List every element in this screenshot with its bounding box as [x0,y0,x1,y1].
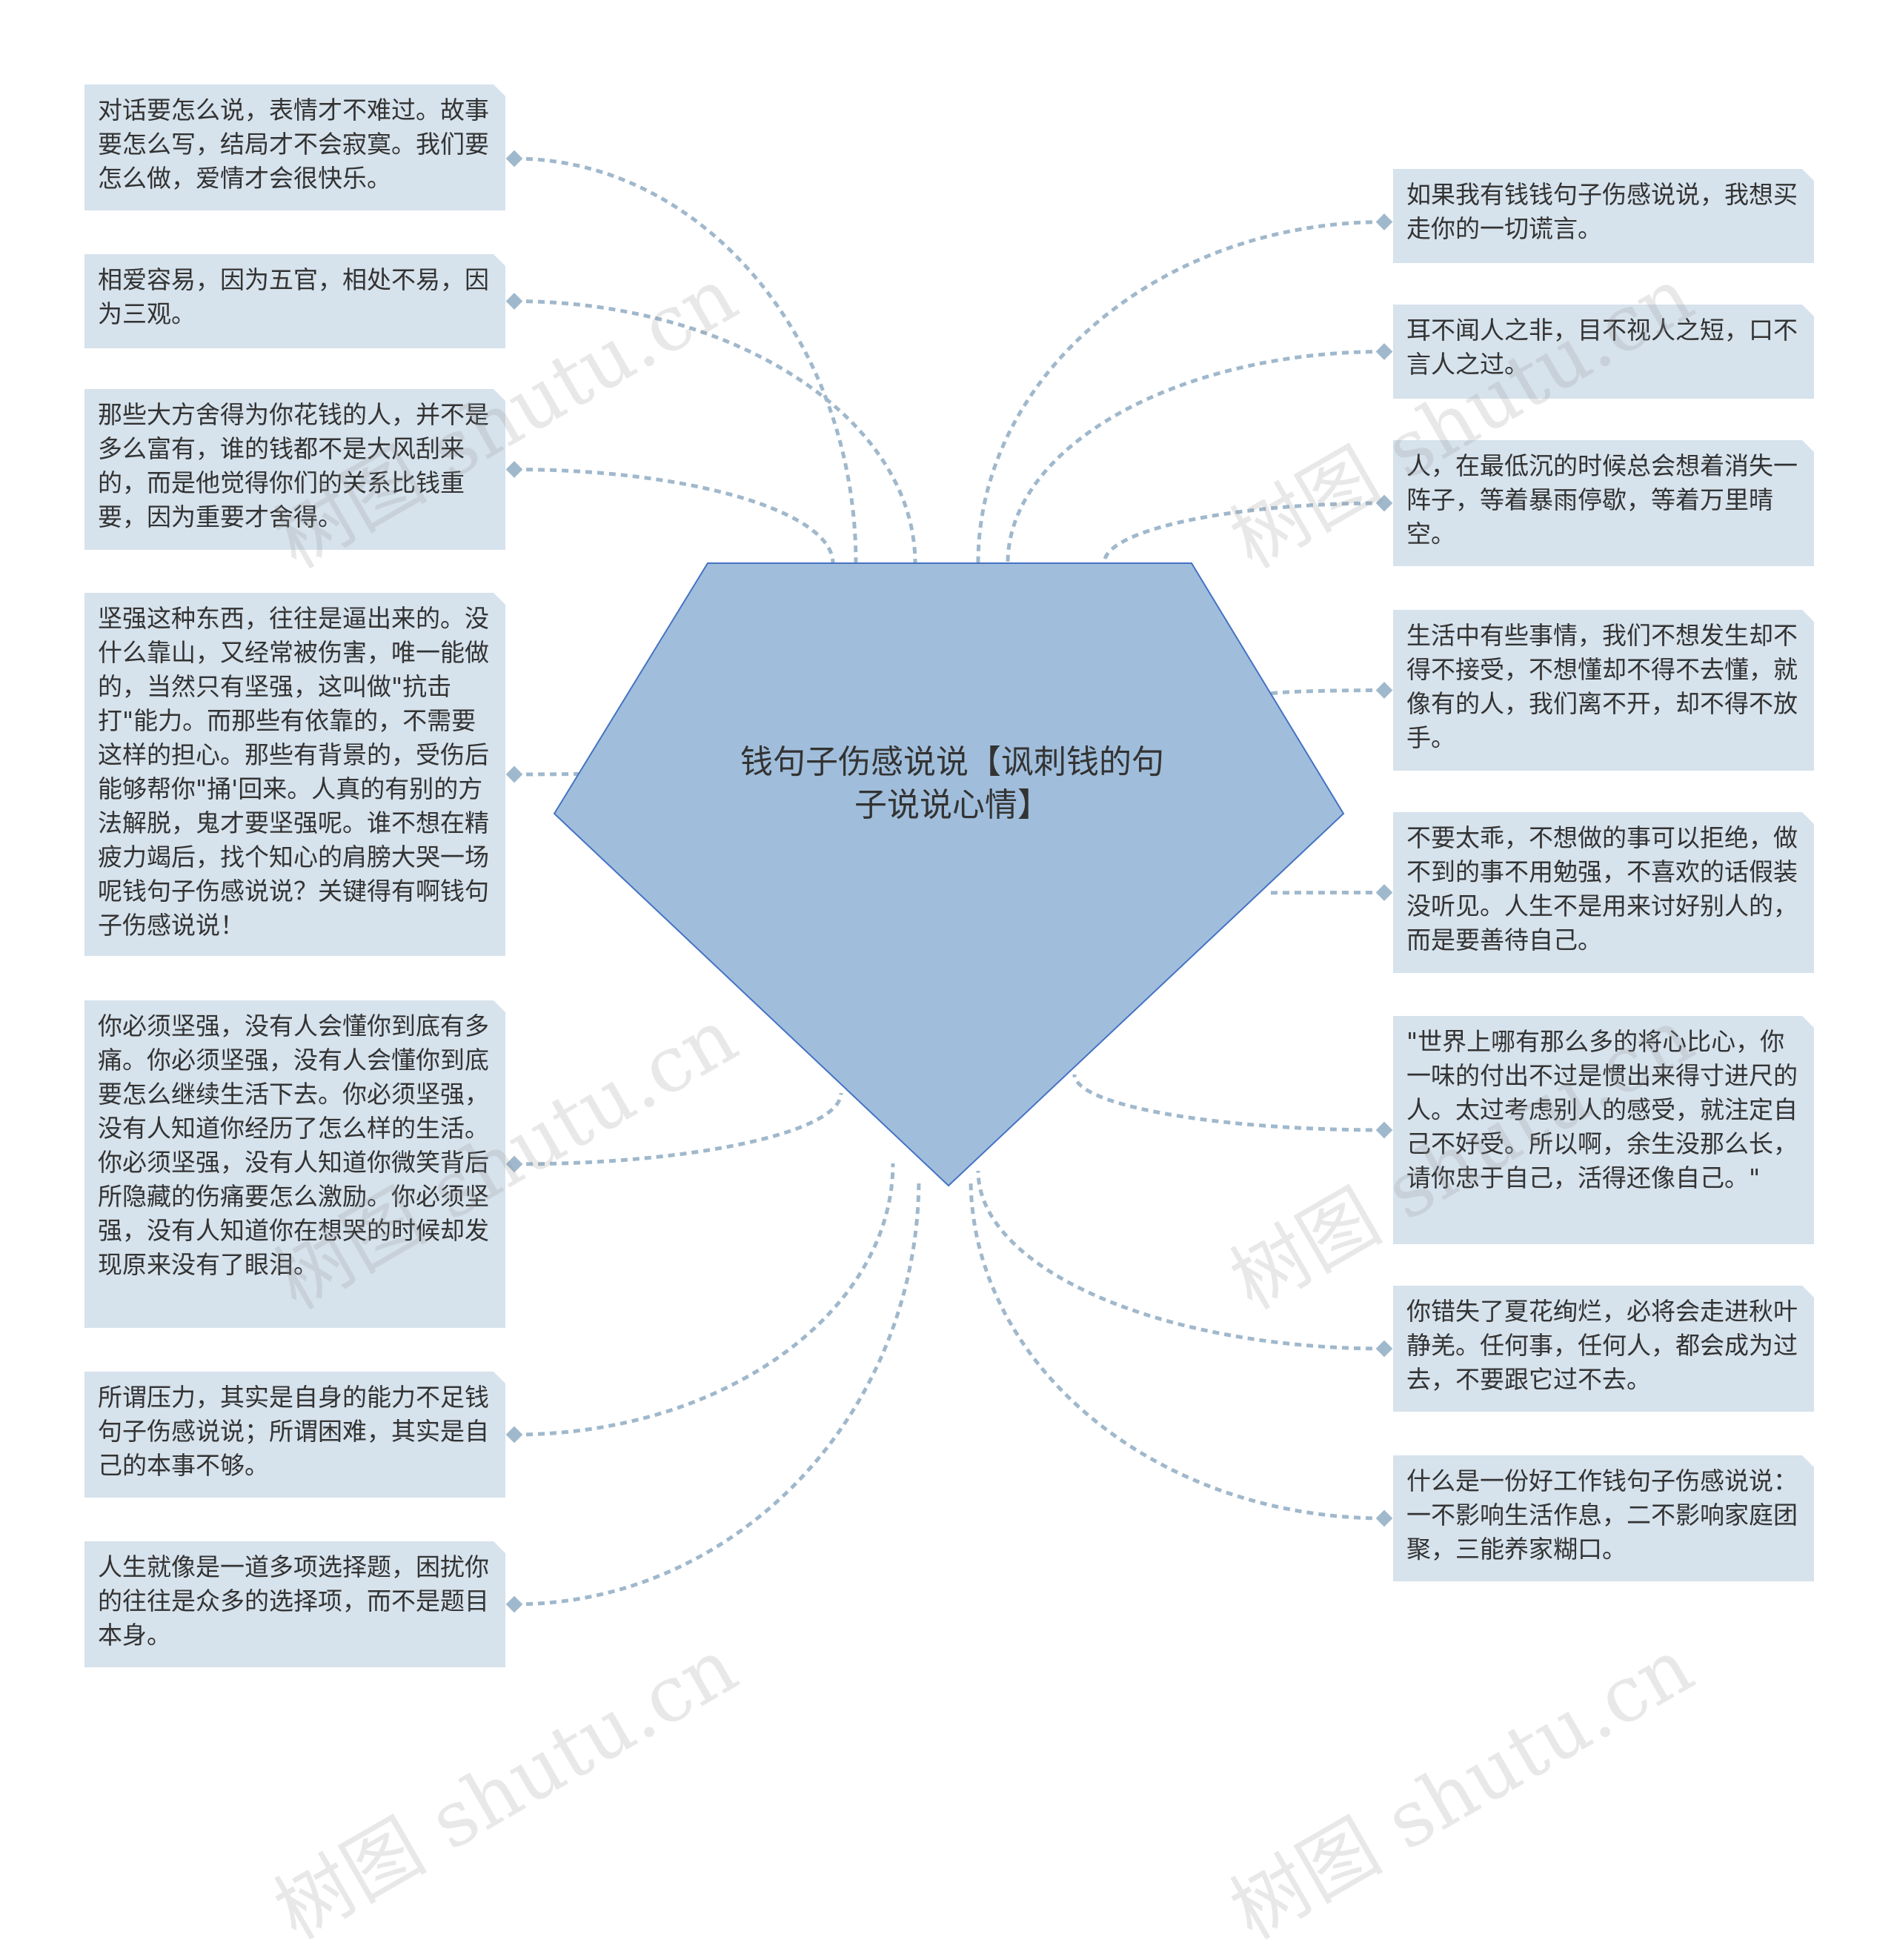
right-topic-node-3[interactable]: 人，在最低沉的时候总会想着消失一阵子，等着暴雨停歇，等着万里晴空。 [1393,440,1814,566]
mindmap-canvas [505,150,1393,1613]
right-connector-7 [976,1170,1385,1351]
right-topic-node-2-text: 耳不闻人之非，目不视人之短，口不言人之过。 [1406,316,1798,379]
left-topic-node-1[interactable]: 对话要怎么说，表情才不难过。故事要怎么写，结局才不会寂寞。我们要怎么做，爱情才会… [84,84,505,210]
right-connector-2 [1006,350,1385,564]
left-topic-node-3-text: 那些大方舍得为你花钱的人，并不是多么富有，谁的钱都不是大风刮来的，而是他觉得你们… [98,400,489,531]
left-connector-3-diamond-icon [505,461,523,478]
right-topic-node-4-text: 生活中有些事情，我们不想发生却不得不接受，不想懂却不得不去懂，就像有的人，我们离… [1406,621,1798,752]
left-connector-5-diamond-icon [505,1155,523,1173]
left-connector-5 [514,1092,843,1166]
right-topic-node-3-text: 人，在最低沉的时候总会想着消失一阵子，等着暴雨停歇，等着万里晴空。 [1406,451,1798,548]
right-connector-4 [1266,688,1385,697]
left-connector-2 [514,299,917,564]
left-connector-2-diamond-icon [505,293,523,310]
right-topic-node-8-text: 什么是一份好工作钱句子伤感说说：一不影响生活作息，二不影响家庭团聚，三能养家糊口… [1406,1466,1798,1564]
right-connector-4-diamond-icon [1375,682,1393,699]
left-topic-node-2[interactable]: 相爱容易，因为五官，相处不易，因为三观。 [84,254,505,348]
left-topic-node-7[interactable]: 人生就像是一道多项选择题，困扰你的往往是众多的选择项，而不是题目本身。 [84,1541,505,1667]
left-topic-node-5[interactable]: 你必须坚强，没有人会懂你到底有多痛。你必须坚强，没有人会懂你到底要怎么继续生活下… [84,1000,505,1328]
center-node-title[interactable]: 钱句子伤感说说【讽刺钱的句子说说心情】 [740,743,1164,824]
left-topic-node-7-text: 人生就像是一道多项选择题，困扰你的往往是众多的选择项，而不是题目本身。 [98,1552,489,1650]
left-connector-3 [514,468,835,564]
right-topic-node-6-text: "世界上哪有那么多的将心比心，你一味的付出不过是惯出来得寸进尺的人。太过考虑别人… [1406,1027,1798,1192]
left-topic-node-3[interactable]: 那些大方舍得为你花钱的人，并不是多么富有，谁的钱都不是大风刮来的，而是他觉得你们… [84,389,505,550]
left-connector-4-diamond-icon [505,765,523,783]
right-connector-3 [1102,501,1385,564]
left-topic-node-1-text: 对话要怎么说，表情才不难过。故事要怎么写，结局才不会寂寞。我们要怎么做，爱情才会… [98,96,489,193]
right-topic-node-8[interactable]: 什么是一份好工作钱句子伤感说说：一不影响生活作息，二不影响家庭团聚，三能养家糊口… [1393,1455,1814,1581]
connector-group [505,150,1393,1613]
right-topic-node-7[interactable]: 你错失了夏花绚烂，必将会走进秋叶静羌。任何事，任何人，都会成为过去，不要跟它过不… [1393,1286,1814,1412]
right-connector-1 [976,220,1385,564]
right-connector-2-diamond-icon [1375,343,1393,360]
center-node-shape[interactable] [553,562,1345,1187]
left-topic-node-6[interactable]: 所谓压力，其实是自身的能力不足钱句子伤感说说；所谓困难，其实是自己的本事不够。 [84,1372,505,1498]
right-connector-7-diamond-icon [1375,1340,1393,1358]
right-topic-node-2[interactable]: 耳不闻人之非，目不视人之短，口不言人之过。 [1393,305,1814,399]
right-topic-node-7-text: 你错失了夏花绚烂，必将会走进秋叶静羌。任何事，任何人，都会成为过去，不要跟它过不… [1406,1297,1798,1394]
right-connector-6-diamond-icon [1375,1121,1393,1139]
left-connector-1 [514,156,858,564]
right-connector-8-diamond-icon [1375,1509,1393,1527]
left-topic-node-6-text: 所谓压力，其实是自身的能力不足钱句子伤感说说；所谓困难，其实是自己的本事不够。 [98,1383,489,1480]
left-connector-7 [514,1177,921,1607]
right-topic-node-6[interactable]: "世界上哪有那么多的将心比心，你一味的付出不过是惯出来得寸进尺的人。太过考虑别人… [1393,1016,1814,1244]
right-connector-1-diamond-icon [1375,213,1393,230]
right-topic-node-5-text: 不要太乖，不想做的事可以拒绝，做不到的事不用勉强，不喜欢的话假装没听见。人生不是… [1406,823,1798,954]
left-connector-6 [514,1163,895,1437]
right-topic-node-1-text: 如果我有钱钱句子伤感说说，我想买走你的一切谎言。 [1406,180,1798,243]
right-connector-6 [1072,1074,1385,1132]
right-topic-node-1[interactable]: 如果我有钱钱句子伤感说说，我想买走你的一切谎言。 [1393,169,1814,263]
right-connector-5 [1266,891,1385,895]
right-connector-3-diamond-icon [1375,494,1393,512]
left-connector-7-diamond-icon [505,1595,523,1613]
right-topic-node-4[interactable]: 生活中有些事情，我们不想发生却不得不接受，不想懂却不得不去懂，就像有的人，我们离… [1393,610,1814,771]
left-topic-node-4-text: 坚强这种东西，往往是逼出来的。没什么靠山，又经常被伤害，唯一能做的，当然只有坚强… [98,604,489,940]
left-topic-node-2-text: 相爱容易，因为五官，相处不易，因为三观。 [98,265,489,328]
left-topic-node-5-text: 你必须坚强，没有人会懂你到底有多痛。你必须坚强，没有人会懂你到底要怎么继续生活下… [98,1011,489,1279]
left-connector-1-diamond-icon [505,150,523,167]
right-connector-8 [969,1177,1385,1521]
right-connector-5-diamond-icon [1375,884,1393,901]
left-topic-node-4[interactable]: 坚强这种东西，往往是逼出来的。没什么靠山，又经常被伤害，唯一能做的，当然只有坚强… [84,593,505,956]
right-topic-node-5[interactable]: 不要太乖，不想做的事可以拒绝，做不到的事不用勉强，不喜欢的话假装没听见。人生不是… [1393,812,1814,973]
left-connector-6-diamond-icon [505,1426,523,1444]
